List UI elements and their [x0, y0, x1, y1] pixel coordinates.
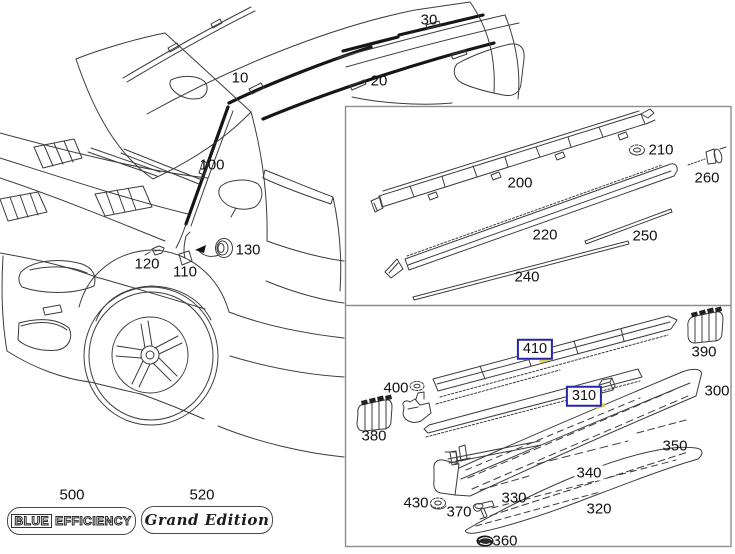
part-label-330: 330 [501, 489, 527, 507]
part-label-110: 110 [173, 263, 197, 281]
part-360-plug-drawing [476, 535, 494, 547]
grommet-130-drawing [215, 238, 233, 258]
arrow-130-to-110 [195, 245, 220, 257]
part-label-360: 360 [492, 532, 518, 550]
badge-text-grand-edition: Grand Edition [144, 511, 270, 529]
part-label-20: 20 [370, 72, 388, 90]
clip-120-drawing [144, 245, 165, 256]
badge-text-efficiency: EFFICIENCY [55, 514, 132, 528]
part-label-300: 300 [704, 382, 730, 400]
part-label-310-selected[interactable]: 310 [565, 385, 603, 407]
part-label-260: 260 [694, 169, 720, 187]
grand-edition-badge: Grand Edition [141, 506, 273, 534]
part-label-320: 320 [584, 500, 614, 518]
badge-text-blue: BLUE [11, 514, 53, 528]
part-label-390: 390 [691, 343, 717, 361]
part-370-clip-drawing [472, 500, 495, 518]
part-label-210: 210 [648, 141, 674, 159]
part-label-120: 120 [134, 255, 160, 273]
part-260-screw-drawing [687, 146, 727, 166]
part-label-500: 500 [59, 486, 85, 504]
part-430-nut-drawing [430, 497, 447, 510]
part-240-drawing [412, 240, 630, 301]
part-310-drawing [423, 368, 643, 438]
part-200-drawing [370, 108, 656, 213]
part-250-drawing [584, 208, 673, 245]
part-label-10: 10 [231, 69, 249, 87]
part-210-nut-drawing [629, 144, 645, 156]
part-400-nut-drawing [409, 381, 425, 391]
part-380-drawing [356, 394, 393, 432]
panel2-parts [356, 306, 724, 547]
detail-panel-frames [344, 105, 732, 548]
part-390-drawing [687, 306, 724, 344]
part-label-410-selected[interactable]: 410 [516, 338, 554, 360]
car-illustration [0, 1, 525, 458]
part-label-380: 380 [361, 427, 387, 445]
part-label-340: 340 [574, 464, 604, 482]
part-label-430: 430 [403, 494, 429, 512]
part-220-drawing [384, 163, 678, 279]
part-label-400: 400 [383, 379, 409, 397]
part-label-220: 220 [532, 226, 558, 244]
part-label-370: 370 [446, 503, 472, 521]
bracket-110-drawing [178, 231, 193, 266]
panel1-parts [370, 108, 727, 301]
part-label-200: 200 [507, 174, 533, 192]
part-410-drawing [402, 315, 678, 423]
blue-efficiency-badge: BLUE EFFICIENCY [7, 507, 136, 535]
part-label-350: 350 [662, 437, 688, 455]
part-label-100: 100 [199, 156, 225, 174]
part-label-240: 240 [514, 268, 540, 286]
part-label-30: 30 [420, 11, 438, 29]
part-label-250: 250 [632, 227, 658, 245]
part-label-520: 520 [189, 486, 215, 504]
part-300-drawing [433, 368, 702, 497]
tread-strips-drawing [479, 419, 687, 491]
part-label-130: 130 [235, 241, 261, 259]
